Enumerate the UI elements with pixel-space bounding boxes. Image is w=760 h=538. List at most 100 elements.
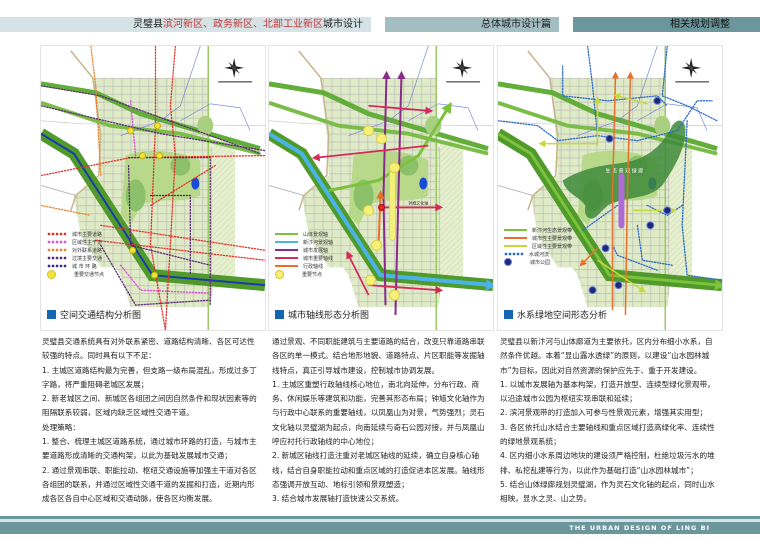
important-axis-arrow: [368, 104, 429, 112]
legend-label: 城市发展轴: [303, 247, 329, 254]
arrow-head: [376, 190, 385, 199]
compass-needle: [685, 61, 698, 74]
legend-label: 城市公园: [530, 259, 551, 266]
footer-text: THE URBAN DESIGN OF LING BI: [569, 524, 710, 532]
caption-text: 城市轴线形态分析图: [288, 311, 370, 321]
legend-label: 山体景观轴: [303, 231, 329, 238]
road: [498, 185, 533, 196]
stream: [348, 46, 429, 136]
compass-icon: [218, 57, 253, 83]
legend-item: 城市发展轴: [275, 246, 333, 254]
paragraph: 2. 新老城区之间、新城区各组团之间因自然条件和现状因素等的阻隔联系较弱，区域内…: [42, 394, 257, 418]
legend-label: 水城河流: [529, 251, 550, 258]
caption-text: 水系绿地空间形态分析: [517, 311, 608, 321]
legend-swatch-icon: [275, 257, 298, 259]
city-park: [605, 134, 614, 143]
hill: [353, 179, 374, 212]
legend-item: 区域性主干道: [47, 238, 104, 246]
arrow-head: [638, 285, 647, 293]
traffic-node: [127, 127, 135, 135]
important-node: [388, 289, 400, 301]
city-park: [653, 96, 662, 105]
road-line: [41, 154, 265, 177]
lake: [191, 177, 200, 190]
traffic-node: [155, 152, 163, 160]
paragraph: 2. 新城区轴线打造注重对老城区轴线的延续，确立自身核心轴线，结合自身职能拉动和…: [272, 451, 485, 489]
legend-label: 行政轴线: [303, 263, 324, 270]
compass-icon: [446, 57, 481, 83]
legend-item: 山体景观轴: [275, 230, 333, 238]
legend-swatch-icon: [47, 256, 67, 260]
city-park: [663, 206, 672, 215]
legend-swatch-icon: [275, 265, 298, 267]
core-node: [378, 203, 385, 211]
road-line: [129, 100, 137, 157]
arrow-head: [311, 153, 321, 162]
development-axis-arrow: [382, 75, 388, 306]
legend-item: 城市性主要景观带: [504, 234, 572, 242]
water-line: [611, 244, 658, 271]
legend-label: 城市性主要景观带: [532, 235, 573, 242]
legend-swatch-icon: [504, 252, 524, 256]
title-prefix: 灵璧县: [133, 19, 163, 30]
paragraph: 3. 结合城市发展轴打造快速公交系统。: [272, 494, 404, 504]
important-node: [363, 204, 375, 216]
water-line: [581, 204, 619, 231]
map-drawing: 生 态 景 观 绿 廊: [498, 46, 722, 330]
map-caption: 城市轴线形态分析图: [275, 308, 369, 321]
legend-swatch-icon: [47, 232, 67, 236]
road: [41, 185, 76, 196]
caption-square-icon: [504, 310, 513, 319]
legend-item: 过境主要交通: [47, 254, 104, 262]
regional-landscape-arrow: [617, 95, 648, 105]
green-space-analysis-text: 灵璧县以新汴河与山体廊道为主要依托，区内分布细小水系，自然条件优越。本着“显山露…: [500, 335, 718, 507]
arrow-head: [485, 279, 493, 291]
city-landscape-arrow: [611, 75, 617, 311]
reserved-land: [440, 140, 464, 278]
road-line: [90, 46, 102, 177]
important-node: [363, 125, 375, 137]
legend-item: 对外联系道路: [47, 246, 104, 254]
footer-bar: THE URBAN DESIGN OF LING BI: [0, 522, 760, 534]
caption-square-icon: [275, 310, 284, 319]
arrow-head: [435, 286, 444, 294]
legend-item: 水城河流: [504, 250, 572, 258]
map-drawing: [41, 46, 265, 330]
water-green-space-map: 生 态 景 观 绿 廊新汴河生态景观带城市性主要景观带区域性主要景观带水城河流城…: [497, 45, 723, 331]
arrow-head: [397, 70, 406, 80]
paragraph: 3. 各区依托山水结合主要轴线和重点区域打造高绿化率、连续性的绿地景观系统；: [500, 422, 715, 447]
water-line: [681, 120, 722, 281]
arrow-head: [626, 71, 634, 79]
road-line: [41, 204, 92, 217]
arrow-head: [435, 203, 444, 212]
legend-swatch-icon: [504, 258, 512, 266]
map-drawing: 钟馗文化轴: [269, 46, 493, 330]
reserved-land: [212, 140, 236, 278]
stream: [180, 103, 251, 131]
road: [527, 50, 559, 211]
map-label: 钟馗文化轴: [408, 200, 428, 205]
caption-square-icon: [47, 310, 56, 319]
traffic-node: [153, 122, 161, 130]
map-legend: 山体景观轴新汴河景观轴城市发展轴城市重要轴线行政轴线重要节点: [275, 230, 334, 279]
caption-text: 空间交通结构分析图: [60, 311, 142, 321]
legend-label: 城 市 环 路: [72, 263, 97, 270]
legend-swatch-icon: [504, 245, 527, 247]
legend-item: 重要节点: [275, 269, 333, 279]
regional-landscape-arrow: [597, 259, 643, 291]
footer-rule-light: [0, 519, 760, 522]
city-landscape-arrow: [582, 247, 599, 264]
subsection-bar: 相关规划调整: [573, 17, 760, 32]
road-line: [41, 105, 265, 152]
road-line: [127, 156, 211, 306]
important-axis-arrow: [368, 284, 439, 292]
arrow-head: [613, 93, 621, 100]
important-node: [388, 162, 400, 174]
legend-label: 城市重要轴线: [303, 255, 334, 262]
traffic-node: [139, 152, 147, 160]
legend-swatch-icon: [47, 248, 67, 252]
section-bar: 总体城市设计篇: [385, 17, 559, 32]
arrow-head: [579, 258, 587, 267]
development-axis-arrow: [394, 75, 403, 316]
arrow-head: [669, 206, 677, 214]
